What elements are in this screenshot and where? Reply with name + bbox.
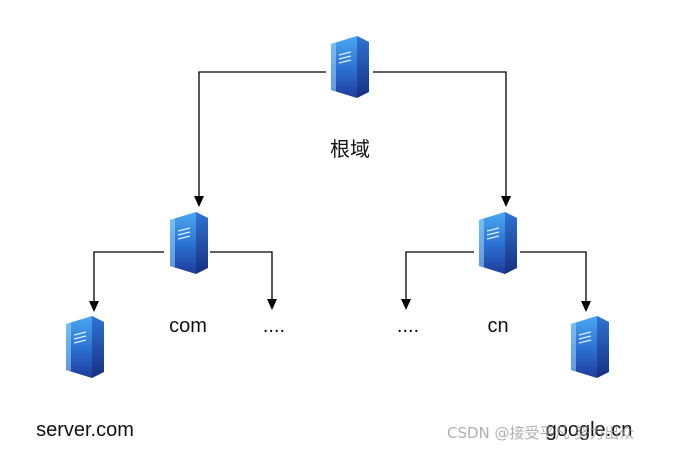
edge-root-com	[198, 71, 326, 196]
cn-label: cn	[487, 315, 508, 337]
edge-com-server	[93, 251, 164, 301]
server-icon	[65, 316, 105, 379]
server-com-label: server.com	[36, 419, 134, 441]
edge-cn-google	[520, 251, 587, 301]
cn-more-label: ....	[397, 315, 419, 337]
arrowhead-com-more	[267, 299, 277, 310]
server-icon	[570, 316, 610, 379]
google-cn-label: google.cn	[546, 419, 633, 441]
com-more-label: ....	[263, 315, 285, 337]
arrowhead-com	[194, 196, 204, 207]
server-icon	[478, 212, 518, 275]
arrowhead-cn-more	[401, 299, 411, 310]
edge-cn-more	[405, 251, 474, 299]
com-label: com	[169, 315, 207, 337]
edges	[89, 71, 591, 312]
root-domain-label: 根域	[330, 137, 370, 161]
arrowhead-cn	[501, 196, 511, 207]
csdn-watermark: CSDN @接受平凡 努力出众	[447, 424, 635, 442]
server-icon	[330, 36, 370, 99]
server-icon	[169, 212, 209, 275]
arrowhead-google-cn	[581, 301, 591, 312]
edge-root-cn	[373, 71, 507, 196]
arrowhead-server-com	[89, 301, 99, 312]
edge-com-more	[210, 251, 273, 299]
